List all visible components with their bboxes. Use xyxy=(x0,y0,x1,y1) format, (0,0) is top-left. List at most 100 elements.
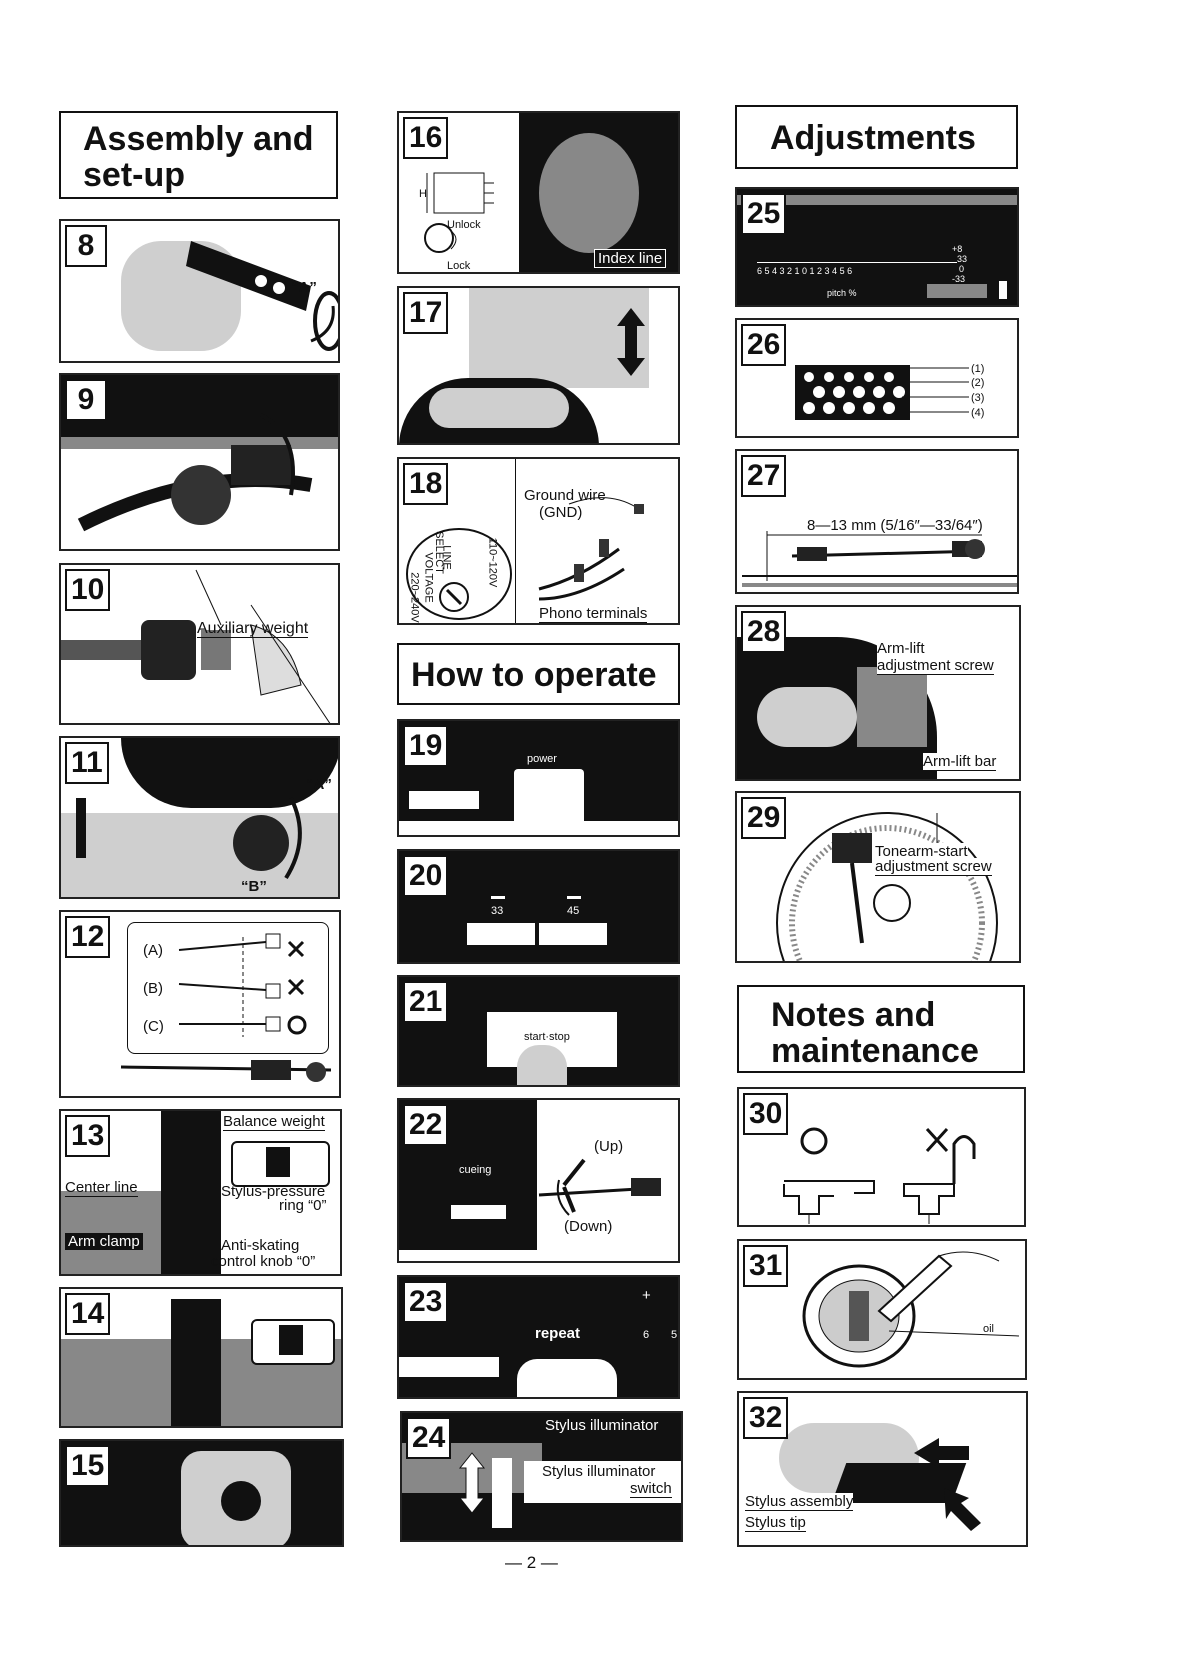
label-adjustment-screw: adjustment screw xyxy=(877,657,994,675)
button-45 xyxy=(539,923,607,945)
label-45: 45 xyxy=(567,905,580,917)
label-index-line: Index line xyxy=(594,249,667,268)
label-stylus-tip: Stylus tip xyxy=(745,1514,806,1532)
label-height-range: 8—13 mm (5/16″—33/64″) xyxy=(807,517,983,534)
label-0: 0 xyxy=(959,264,965,274)
label-4: (4) xyxy=(971,407,985,419)
label-33: 33 xyxy=(491,905,504,917)
step-9-panel: 9 xyxy=(59,373,340,551)
label-a: (A) xyxy=(143,942,163,959)
voltage-selector-diagram xyxy=(406,497,644,620)
label-b: “B” xyxy=(241,878,267,895)
step-11-panel: 11 “A” “B” xyxy=(59,736,340,899)
step-number: 17 xyxy=(403,292,449,334)
label-33: 33 xyxy=(957,254,968,264)
hand-photo xyxy=(757,687,857,747)
heading-operate-text: How to operate xyxy=(411,656,657,694)
hand-photo xyxy=(429,388,569,428)
label-a: “A” xyxy=(306,776,332,793)
balance-weight-icon xyxy=(266,1147,290,1177)
step-25-panel: 25 6 5 4 3 2 1 0 1 2 3 4 5 6 pitch % +8 … xyxy=(735,187,1019,307)
label-arm-lift: Arm-lift xyxy=(877,640,925,657)
page-number: — 2 — xyxy=(505,1553,558,1572)
heading-adjustments: Adjustments xyxy=(735,105,1018,169)
label-line: LINE xyxy=(440,545,453,570)
oiling-diagram xyxy=(802,1251,1020,1368)
platter-photo xyxy=(121,738,338,808)
tonearm-start-diagram xyxy=(776,812,998,961)
heading-notes-maintenance: Notes and maintenance xyxy=(737,985,1025,1073)
step-number: 32 xyxy=(743,1397,789,1439)
step-22-panel: 22 cueing (Up) (Down) xyxy=(397,1098,680,1263)
heading-assembly-setup: Assembly and set-up xyxy=(59,111,338,199)
balance-weight-icon xyxy=(279,1325,303,1355)
step-23-panel: 23 repeat + 6 5 xyxy=(397,1275,680,1399)
cueing-button xyxy=(451,1205,506,1219)
step-number: 14 xyxy=(65,1293,111,1335)
tonearm-illustration xyxy=(77,413,313,532)
label-1: (1) xyxy=(971,363,985,375)
step-16-panel: 16 H Unlock Lock Index line xyxy=(397,111,680,274)
label-c: (C) xyxy=(143,1018,164,1035)
label-220-240v: 220~240V xyxy=(408,572,421,623)
step-number: 19 xyxy=(403,725,449,767)
label-arm-clamp: Arm clamp xyxy=(65,1233,143,1250)
step-10-panel: 10 Auxiliary weight xyxy=(59,563,340,725)
label-110-120v: 110~120V xyxy=(486,537,499,588)
label-lock: Lock xyxy=(447,260,471,272)
label-5: 5 xyxy=(671,1329,678,1341)
counterweight-photo xyxy=(221,1481,261,1521)
step-number: 31 xyxy=(743,1245,789,1287)
label-gnd: (GND) xyxy=(539,504,583,521)
step-number: 10 xyxy=(65,569,111,611)
step-26-panel: 26 (1) (2) (3) (4) xyxy=(735,318,1019,438)
step-19-panel: 19 power xyxy=(397,719,680,837)
button-strip xyxy=(399,1357,499,1377)
step-21-panel: 21 start·stop xyxy=(397,975,680,1087)
pitch-slider xyxy=(927,284,987,298)
step-number: 8 xyxy=(65,225,107,267)
up-down-arrow-icon xyxy=(458,1452,486,1514)
step-number: 20 xyxy=(403,855,449,897)
step-13-panel: 13 Balance weight Center line Stylus-pre… xyxy=(59,1109,342,1276)
label-anti-skating: Anti-skating xyxy=(221,1237,300,1254)
step-number: 25 xyxy=(741,193,787,235)
step-number: 18 xyxy=(403,463,449,505)
platter-photo xyxy=(61,375,338,445)
label-minus-33: -33 xyxy=(952,274,966,284)
label-ground-wire: Ground wire xyxy=(524,487,606,504)
auxiliary-weight-illustration xyxy=(61,569,331,723)
step-number: 23 xyxy=(403,1281,449,1323)
label-pitch-scale: 6 5 4 3 2 1 0 1 2 3 4 5 6 xyxy=(757,266,853,276)
step-14-panel: 14 xyxy=(59,1287,343,1428)
label-down: (Down) xyxy=(564,1218,613,1235)
step-number: 21 xyxy=(403,981,449,1023)
heading-how-to-operate: How to operate xyxy=(397,643,680,705)
arm-lift-photo xyxy=(857,667,927,747)
heading-assembly-line2: set-up xyxy=(83,156,185,194)
step-32-panel: 32 Stylus assembly Stylus tip xyxy=(737,1391,1028,1547)
step-number: 12 xyxy=(65,916,111,958)
heading-adjustments-text: Adjustments xyxy=(770,119,976,157)
base-photo xyxy=(61,813,338,897)
label-a: “A” xyxy=(291,279,317,296)
counterweight-illustration xyxy=(76,797,302,880)
step-number: 29 xyxy=(741,797,787,839)
label-center-line: Center line xyxy=(65,1179,138,1197)
label-power: power xyxy=(527,753,557,765)
label-unlock: Unlock xyxy=(447,219,481,231)
step-20-panel: 20 33 45 xyxy=(397,849,680,964)
step-28-panel: 28 Arm-lift adjustment screw Arm-lift ba… xyxy=(735,605,1021,781)
label-adjustment-screw: adjustment screw xyxy=(875,858,992,876)
up-down-arrow-icon xyxy=(617,308,645,376)
label-switch: switch xyxy=(630,1480,672,1498)
platter-dots xyxy=(737,195,1017,205)
label-plus: + xyxy=(642,1287,651,1304)
finger-photo xyxy=(517,1045,567,1085)
label-repeat: repeat xyxy=(535,1325,581,1342)
balance-diagram-box xyxy=(127,922,329,1054)
label-stylus-illuminator: Stylus illuminator xyxy=(542,1417,662,1434)
label-up: (Up) xyxy=(594,1138,624,1155)
label-balance-weight: Balance weight xyxy=(223,1113,325,1131)
dust-cover-photo xyxy=(469,288,649,388)
